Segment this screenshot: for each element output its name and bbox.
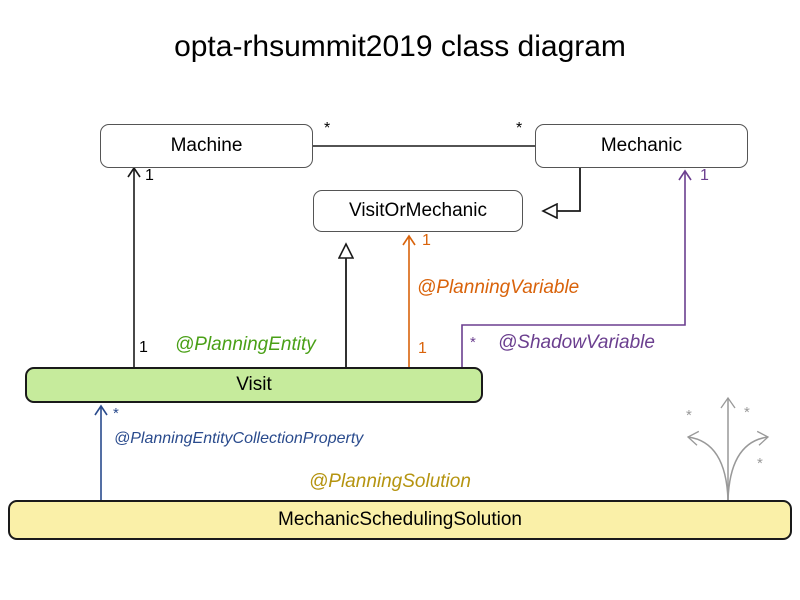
- class-name-visitormechanic: VisitOrMechanic: [349, 200, 487, 221]
- multiplicity-planning-variable-source: 1: [418, 340, 427, 357]
- class-box-machine[interactable]: Machine: [100, 124, 313, 168]
- annotation-planning-entity: @PlanningEntity: [175, 334, 316, 355]
- annotation-planning-solution: @PlanningSolution: [309, 471, 471, 492]
- multiplicity-machine-target: 1: [145, 167, 154, 184]
- class-name-mechanicschedulingsolution: MechanicSchedulingSolution: [278, 509, 522, 530]
- class-box-mechanicschedulingsolution[interactable]: MechanicSchedulingSolution: [8, 500, 792, 540]
- page-title: opta-rhsummit2019 class diagram: [174, 30, 626, 63]
- connector-fan-right-branch: [727, 430, 770, 501]
- connector-mechanic-visitormechanic-generalization: [543, 168, 581, 211]
- class-name-machine: Machine: [170, 135, 243, 156]
- class-name-mechanic: Mechanic: [600, 135, 683, 156]
- multiplicity-visit-collection: *: [113, 405, 119, 422]
- multiplicity-shadow-source: *: [470, 334, 476, 351]
- multiplicity-visit-to-machine: 1: [139, 339, 148, 356]
- class-box-visitormechanic[interactable]: VisitOrMechanic: [313, 190, 523, 232]
- annotation-planning-variable: @PlanningVariable: [417, 277, 580, 298]
- annotation-shadow-variable: @ShadowVariable: [498, 332, 655, 353]
- multiplicity-visitormechanic-target: 1: [422, 232, 431, 249]
- connector-fan-left-branch: [686, 430, 729, 501]
- class-name-visit: Visit: [236, 374, 272, 395]
- class-box-mechanic[interactable]: Mechanic: [535, 124, 748, 168]
- multiplicity-mechanic-side: *: [516, 120, 523, 137]
- class-box-visit[interactable]: Visit: [25, 367, 483, 403]
- multiplicity-mechanic-shadow-target: 1: [700, 167, 709, 184]
- multiplicity-fan-right: *: [757, 455, 763, 472]
- multiplicity-fan-up: *: [744, 404, 750, 421]
- connector-visit-mechanic-shadow-variable: [461, 169, 692, 367]
- multiplicity-fan-left: *: [686, 407, 692, 424]
- annotation-planning-entity-collection-property: @PlanningEntityCollectionProperty: [114, 430, 364, 447]
- multiplicity-machine-side: *: [324, 120, 331, 137]
